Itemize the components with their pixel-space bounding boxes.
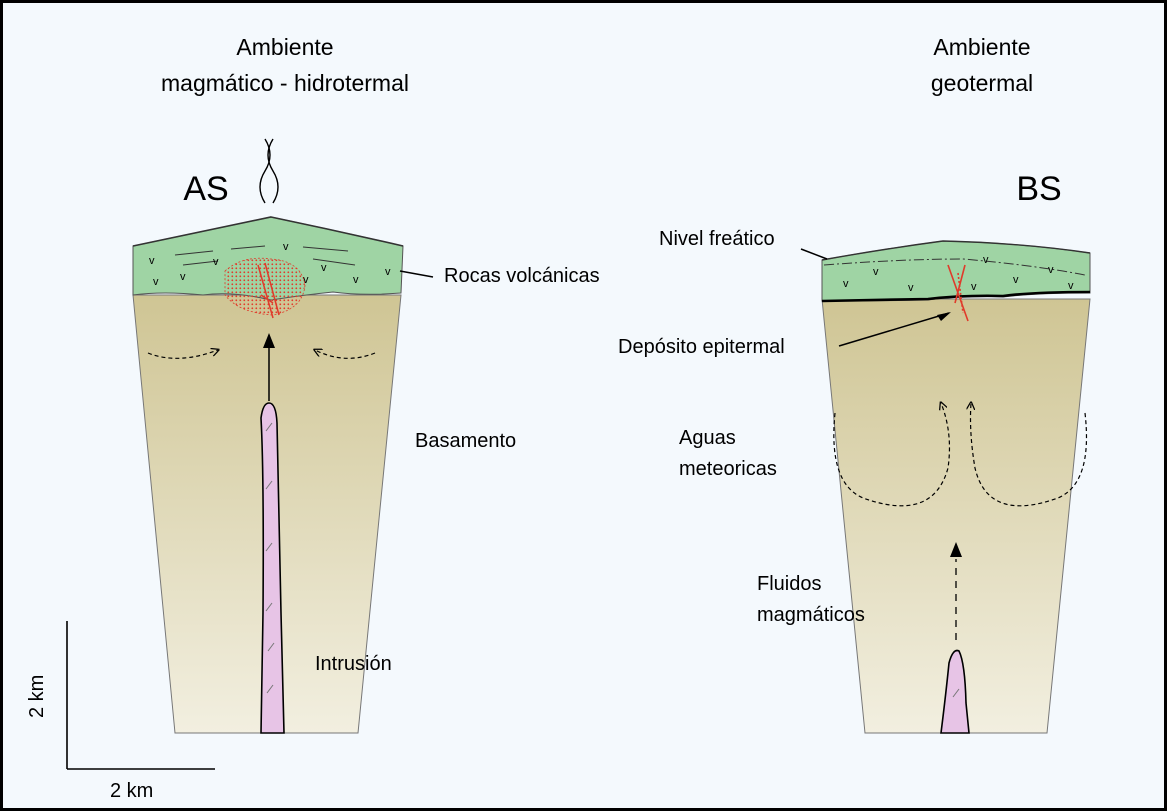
section-bs: v v v v v v v v [801, 241, 1090, 733]
pointer-volcanic [400, 271, 433, 277]
plume-as [260, 139, 278, 203]
svg-text:v: v [353, 274, 359, 286]
svg-text:v: v [283, 241, 289, 253]
label-epithermal-deposit: Depósito epitermal [618, 336, 785, 358]
pointer-water-table [801, 249, 827, 259]
label-intrusion: Intrusión [315, 653, 392, 675]
svg-text:v: v [908, 282, 914, 294]
svg-text:v: v [180, 271, 186, 283]
title-left-line2: magmático - hidrotermal [161, 70, 409, 96]
svg-text:v: v [153, 276, 159, 288]
svg-text:v: v [1068, 280, 1074, 292]
label-meteoric-line2: meteoricas [679, 458, 777, 480]
svg-text:v: v [213, 256, 219, 268]
svg-text:v: v [321, 262, 327, 274]
label-volcanic-rocks: Rocas volcánicas [444, 265, 600, 287]
svg-text:v: v [843, 278, 849, 290]
title-left-line1: Ambiente [236, 34, 333, 60]
svg-text:v: v [385, 266, 391, 278]
svg-text:v: v [1048, 264, 1054, 276]
label-magmatic-line1: Fluidos [757, 573, 821, 595]
label-meteoric-line1: Aguas [679, 427, 736, 449]
title-right-line1: Ambiente [933, 34, 1030, 60]
svg-text:v: v [983, 254, 989, 266]
section-code-as: AS [183, 170, 228, 208]
title-right-line2: geotermal [931, 70, 1033, 96]
svg-text:v: v [873, 266, 879, 278]
section-code-bs: BS [1016, 170, 1061, 208]
label-magmatic-line2: magmáticos [757, 604, 865, 626]
label-basement: Basamento [415, 430, 516, 452]
scale-vertical-label: 2 km [26, 675, 48, 718]
scale-horizontal-label: 2 km [110, 780, 153, 802]
svg-text:v: v [149, 255, 155, 267]
svg-text:v: v [1013, 274, 1019, 286]
svg-text:v: v [971, 281, 977, 293]
label-water-table: Nivel freático [659, 228, 775, 250]
